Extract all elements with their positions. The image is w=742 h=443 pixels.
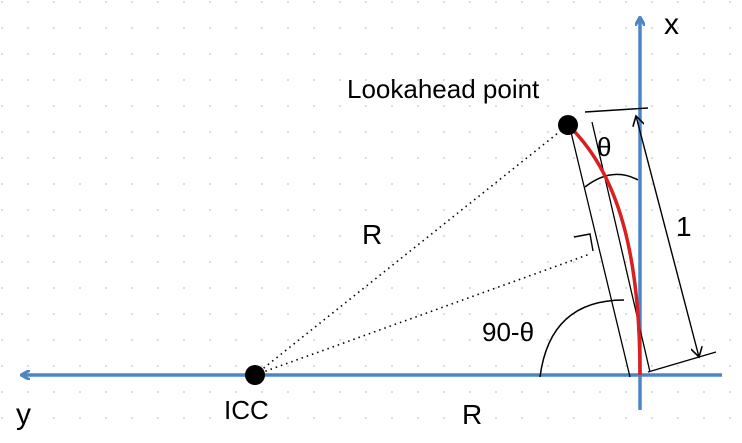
icc-point-marker xyxy=(245,365,265,385)
theta-angle-arc xyxy=(584,173,639,188)
complement-angle-label: 90-θ xyxy=(482,317,534,347)
lookahead-point-label: Lookahead point xyxy=(347,74,540,104)
chord-tick-top xyxy=(584,107,649,113)
lookahead-point-marker xyxy=(558,115,578,135)
chord-length-arrow xyxy=(636,116,699,357)
x-axis-label: x xyxy=(664,8,679,41)
chord-tick-bottom xyxy=(647,351,717,373)
y-axis-label: y xyxy=(16,398,31,431)
complement-angle-arc xyxy=(539,299,625,378)
radius-diagonal-label: R xyxy=(362,219,382,250)
theta-label: θ xyxy=(597,132,611,162)
radius-line-to-lookahead xyxy=(254,124,569,376)
robot-path-arc xyxy=(568,125,642,376)
chord-box-left-edge xyxy=(569,127,631,378)
icc-label: ICC xyxy=(224,395,269,425)
right-angle-marker xyxy=(573,233,594,252)
chord-length-label: 1 xyxy=(676,211,692,242)
radius-axis-label: R xyxy=(462,399,482,430)
